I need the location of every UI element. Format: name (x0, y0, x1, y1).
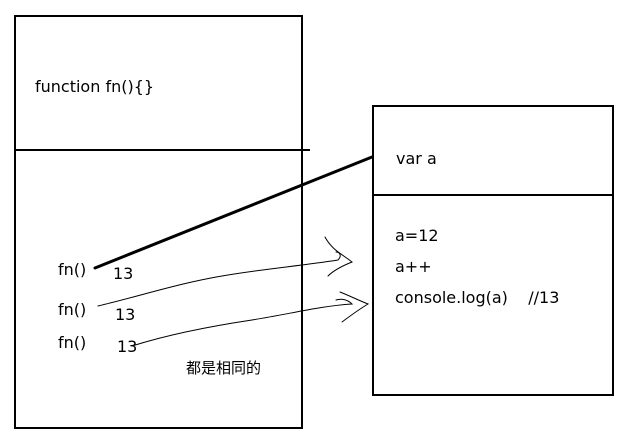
var-declaration: var a (396, 149, 437, 168)
call-result-2: 13 (115, 305, 136, 324)
call-arrow-2 (131, 298, 354, 347)
scope-link-line (93, 155, 374, 270)
code-line-1: a=12 (395, 226, 439, 245)
right-box (372, 105, 614, 396)
call-arrow-1 (97, 251, 341, 307)
call-label-2: fn() (58, 300, 87, 319)
arrow-head-2 (339, 291, 370, 323)
call-result-1: 13 (113, 264, 134, 283)
left-box-divider (14, 149, 310, 151)
left-box (14, 15, 303, 429)
code-line-3: console.log(a) //13 (395, 288, 560, 307)
call-label-1: fn() (58, 260, 87, 279)
function-declaration: function fn(){} (35, 77, 155, 96)
arrow-head-1 (324, 236, 353, 277)
call-label-3: fn() (58, 333, 87, 352)
same-note: 都是相同的 (186, 359, 262, 377)
code-line-2: a++ (395, 257, 432, 276)
right-box-divider (372, 194, 614, 196)
call-result-3: 13 (117, 337, 138, 356)
